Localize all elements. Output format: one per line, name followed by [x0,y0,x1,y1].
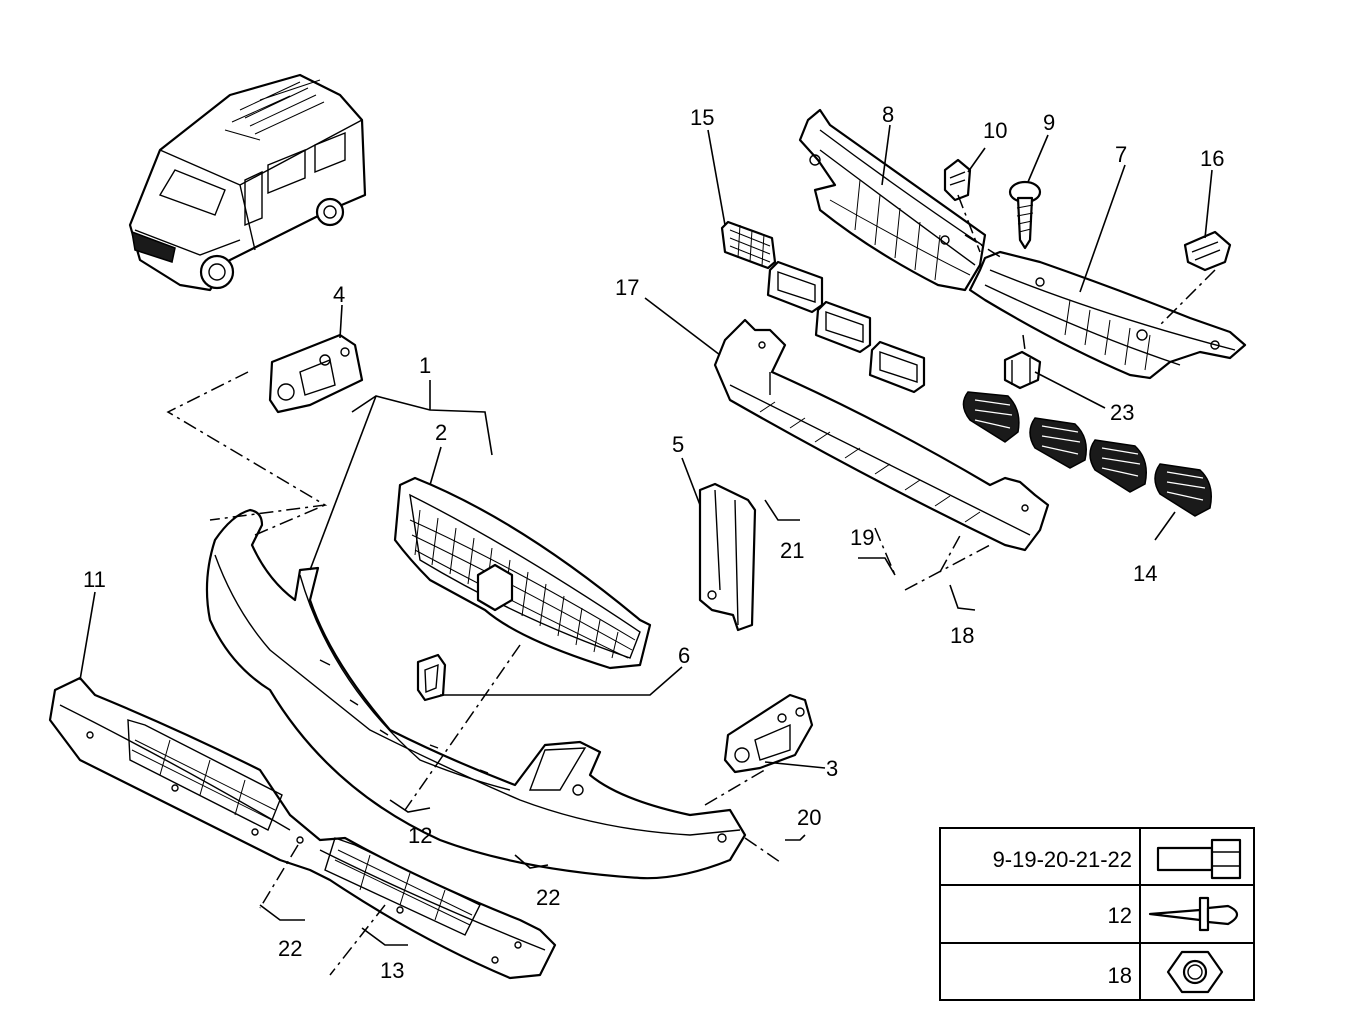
callout-13: 13 [380,958,404,983]
callout-18: 18 [950,623,974,648]
callout-21: 21 [780,538,804,563]
callout-12: 12 [408,823,432,848]
callout-9: 9 [1043,110,1055,135]
callout-19: 19 [850,525,874,550]
callout-14: 14 [1133,561,1157,586]
part-7-crossmember [968,250,1247,380]
hex-nut-icon [1166,950,1224,994]
callout-16: 16 [1200,146,1224,171]
callout-22-center: 22 [536,885,560,910]
part-9-screw [1008,180,1042,250]
part-6-clip [416,653,447,702]
panel-7-hatching [1064,299,1151,371]
part-11-lower-spoiler [48,676,557,980]
callout-11: 11 [83,567,106,592]
part-3-right-bracket [723,693,814,774]
part-16-bracket [1183,230,1232,272]
part-17-impact-beam [713,318,1050,552]
callout-8: 8 [882,102,894,127]
part-23-clip [1003,350,1042,390]
part-2-grille [393,476,652,670]
fastener-row-3-label: 18 [1108,963,1132,988]
fastener-row-2-label: 12 [1108,903,1132,928]
vehicle-location-thumbnail [128,73,367,292]
part-5-vertical-support [698,482,757,632]
spoiler-vents [127,719,481,936]
callout-labels: 1 2 3 4 5 6 7 8 9 10 11 12 13 14 15 16 1… [83,102,1224,983]
part-14-grille-inserts [962,391,1212,517]
callout-10: 10 [983,118,1007,143]
fastener-reference-table: 9-19-20-21-22 12 18 [939,827,1255,1001]
part-8-upper-panel [798,108,987,292]
part-15-lamp-frames [720,220,926,394]
callout-15: 15 [690,105,714,130]
rivet-icon [1148,896,1239,932]
bolt-icon [1156,838,1242,880]
fastener-row-1-label: 9-19-20-21-22 [993,847,1132,872]
callout-5: 5 [672,432,684,457]
callout-22-left: 22 [278,936,302,961]
callout-7: 7 [1115,142,1127,167]
callout-20: 20 [797,805,821,830]
callout-3: 3 [826,756,838,781]
part-1-front-bumper [205,508,747,880]
part-10-clip [943,158,972,202]
dashed-alignment-lines [166,194,1216,976]
part-4-left-bracket [268,333,364,414]
van-roof-hatching [224,79,325,141]
van-windows [244,131,346,227]
leader-lines [79,124,1213,946]
callout-23: 23 [1110,400,1134,425]
callout-4: 4 [333,282,345,307]
callout-1: 1 [419,353,431,378]
panel-8-hatching [829,179,971,281]
callout-17: 17 [615,275,639,300]
callout-6: 6 [678,643,690,668]
callout-2: 2 [435,420,447,445]
